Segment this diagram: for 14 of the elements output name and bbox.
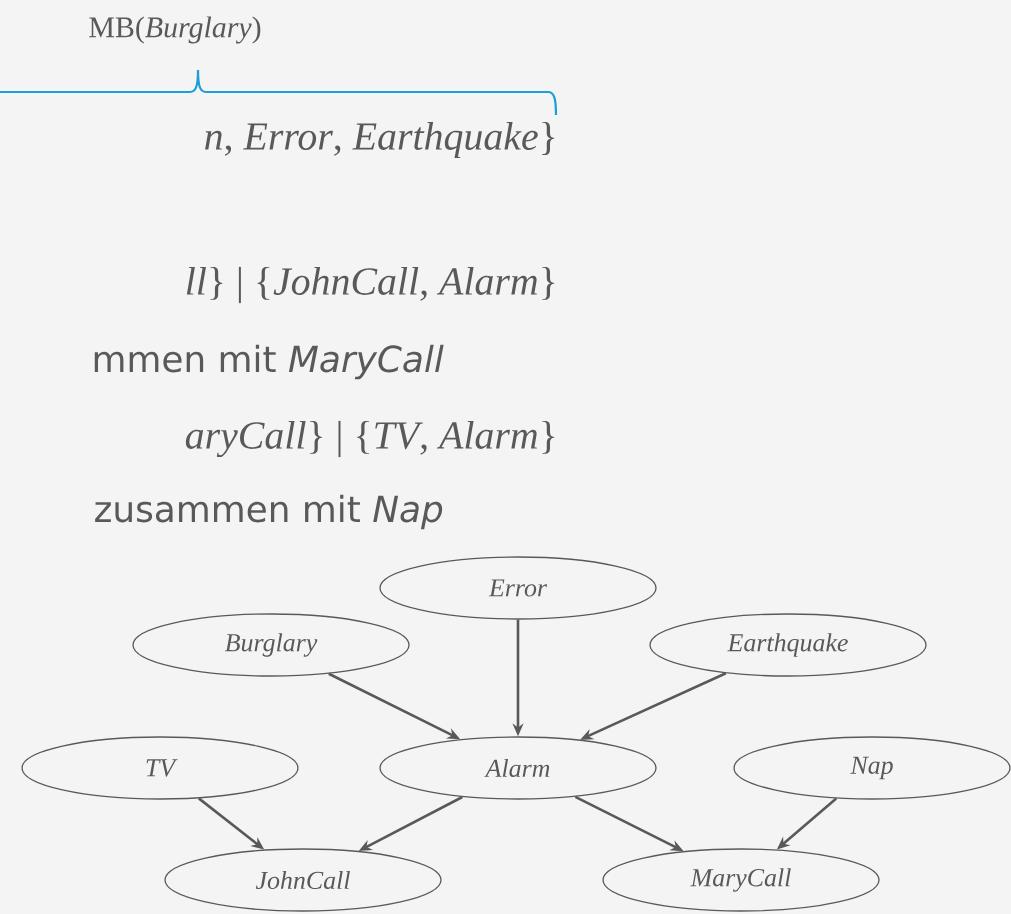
ellipse-node: Nap — [733, 736, 1011, 800]
text-line: MB(Burglary) — [89, 16, 261, 44]
ellipse-node: MaryCall — [602, 848, 880, 912]
text-line: zusammen mit Nap — [95, 494, 443, 530]
ellipse-node: Error — [379, 556, 657, 620]
ellipse-node: Burglary — [132, 613, 410, 677]
text-line: aryCall} | {TV, Alarm} — [185, 420, 555, 458]
ellipse-node: Alarm — [379, 736, 657, 800]
ellipse-node: JohnCall — [164, 848, 442, 912]
text-line: n, Error, Earthquake} — [205, 121, 555, 159]
ellipse-node: TV — [21, 736, 299, 800]
text-line: mmen mit MaryCall — [94, 344, 444, 380]
text-line: ll} | {JohnCall, Alarm} — [186, 266, 555, 304]
ellipse-node: Earthquake — [649, 613, 927, 677]
